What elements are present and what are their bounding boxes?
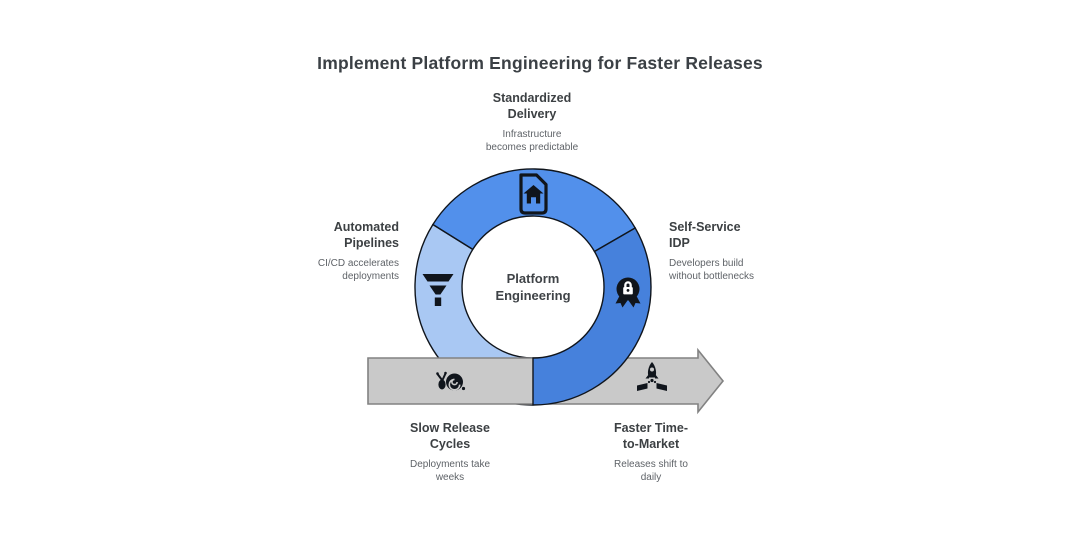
node-desc: Releases shift to daily: [614, 459, 688, 483]
node-self-service-idp: Self-Service IDP Developers build withou…: [669, 219, 869, 283]
node-desc: Deployments take weeks: [409, 459, 491, 483]
node-title: Faster Time- to-Market: [613, 421, 689, 451]
node-desc: CI/CD accelerates deployments: [317, 258, 399, 282]
segment-self-service-idp: [532, 227, 652, 406]
badge-lock-icon: [615, 277, 641, 308]
filter-icon: [422, 274, 454, 306]
snail-icon: [436, 371, 466, 391]
segment-standardized-delivery: [432, 168, 636, 253]
node-desc: Developers build without bottlenecks: [669, 258, 755, 282]
rocket-launch-icon: [637, 362, 667, 391]
node-automated-pipelines: Automated Pipelines CI/CD accelerates de…: [199, 219, 399, 283]
home-document-icon: [519, 173, 548, 215]
node-title: Standardized Delivery: [492, 91, 572, 121]
node-desc: Infrastructure becomes predictable: [485, 129, 579, 153]
node-title: Automated Pipelines: [333, 220, 399, 250]
center-label: Platform Engineering: [495, 271, 571, 303]
node-title: Slow Release Cycles: [410, 421, 490, 451]
page-title: Implement Platform Engineering for Faste…: [317, 53, 763, 73]
node-standardized-delivery: Standardized Delivery Infrastructure bec…: [432, 90, 632, 154]
node-title: Self-Service IDP: [669, 220, 741, 250]
node-slow-release-cycles: Slow Release Cycles Deployments take wee…: [350, 420, 550, 484]
node-faster-time-to-market: Faster Time- to-Market Releases shift to…: [551, 420, 751, 484]
